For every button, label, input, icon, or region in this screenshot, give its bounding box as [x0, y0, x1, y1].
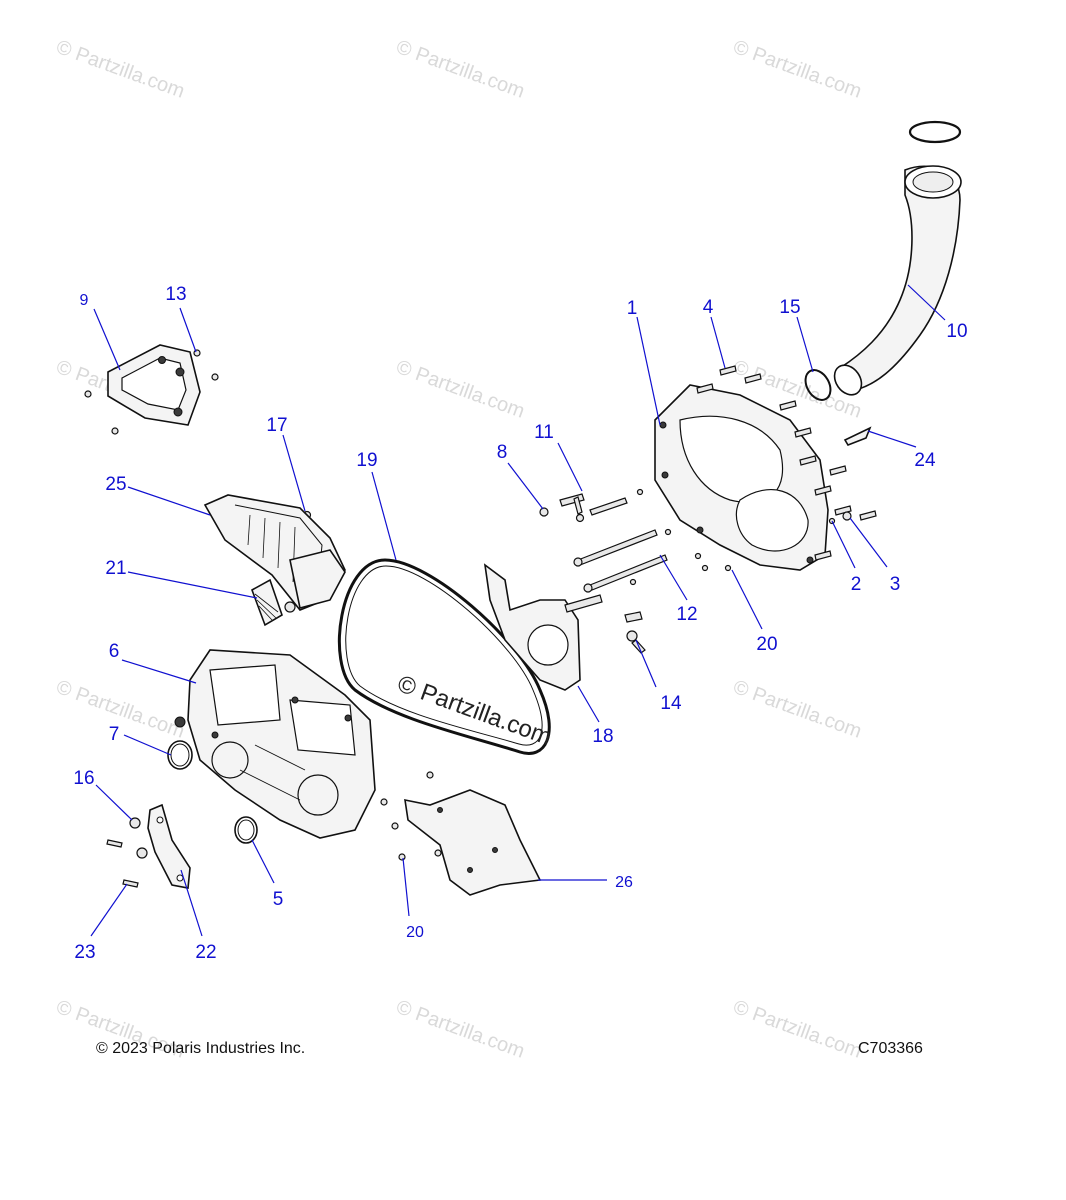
callout-11[interactable]: 11	[534, 422, 554, 443]
drive-belt-19	[337, 558, 551, 755]
callout-6[interactable]: 6	[109, 641, 120, 662]
watermark: © Partzilla.com	[730, 676, 864, 743]
watermark: © Partzilla.com	[393, 356, 527, 423]
callout-2[interactable]: 2	[851, 574, 862, 595]
cover-screws-4	[629, 365, 877, 586]
hose-clamp-top	[908, 120, 962, 144]
callout-13[interactable]: 13	[165, 284, 186, 305]
callout-21[interactable]: 21	[105, 558, 126, 579]
clip-24	[843, 426, 872, 446]
heat-shield-26	[404, 789, 542, 896]
callout-1[interactable]: 1	[627, 298, 638, 319]
bolts-14	[624, 611, 646, 654]
callout-19[interactable]: 19	[356, 450, 377, 471]
callout-7[interactable]: 7	[109, 724, 120, 745]
leader-lines	[90, 284, 946, 937]
callout-3[interactable]: 3	[890, 574, 901, 595]
diagram-code: C703366	[858, 1040, 923, 1057]
o-ring-7	[167, 740, 193, 770]
bolts-8-11-12	[539, 493, 668, 593]
shield-screws-20	[380, 771, 442, 861]
bracket-22	[147, 803, 191, 889]
callout-23[interactable]: 23	[74, 942, 95, 963]
callout-8[interactable]: 8	[497, 442, 508, 463]
callout-15[interactable]: 15	[779, 297, 800, 318]
watermark: © Partzilla.com	[53, 36, 187, 103]
callout-20-lower[interactable]: 20	[406, 924, 424, 941]
air-duct-hose-10	[833, 165, 962, 396]
callout-24[interactable]: 24	[914, 450, 936, 471]
fasteners-16-23	[106, 817, 148, 888]
outer-clutch-cover-1	[654, 384, 829, 571]
watermark: © Partzilla.com	[730, 36, 864, 103]
drive-belt-19-inner	[345, 565, 543, 746]
guard-plate-18	[483, 563, 603, 691]
gasket-frame-9	[107, 344, 201, 426]
callout-10[interactable]: 10	[946, 321, 967, 342]
callout-17[interactable]: 17	[266, 415, 287, 436]
callout-16[interactable]: 16	[73, 768, 94, 789]
callout-18[interactable]: 18	[592, 726, 613, 747]
callout-5[interactable]: 5	[273, 889, 284, 910]
hose-clamp-15	[804, 369, 832, 401]
callout-25[interactable]: 25	[105, 474, 126, 495]
o-ring-7-inner	[170, 743, 190, 767]
callout-12[interactable]: 12	[676, 604, 697, 625]
callout-9[interactable]: 9	[80, 292, 89, 309]
callout-22[interactable]: 22	[195, 942, 216, 963]
callout-4[interactable]: 4	[703, 297, 714, 318]
intake-duct-25	[203, 494, 346, 611]
callout-20[interactable]: 20	[756, 634, 777, 655]
watermark: © Partzilla.com	[730, 996, 864, 1063]
o-ring-5-inner	[237, 819, 255, 841]
watermark: © Partzilla.com	[393, 36, 527, 103]
watermark: © Partzilla.com	[53, 676, 187, 743]
callout-numbers: 1 2 3 4 5 6 7 8 9 10 11 12 13 14 15 16 1…	[73, 284, 967, 963]
watermark: © Partzilla.com	[393, 996, 527, 1063]
copyright-text: © 2023 Polaris Industries Inc.	[96, 1040, 305, 1057]
inner-clutch-cover-6	[174, 649, 376, 839]
callout-14[interactable]: 14	[660, 693, 682, 714]
callout-26[interactable]: 26	[615, 874, 633, 891]
o-ring-5	[234, 816, 258, 844]
filter-screen-21	[251, 578, 296, 627]
